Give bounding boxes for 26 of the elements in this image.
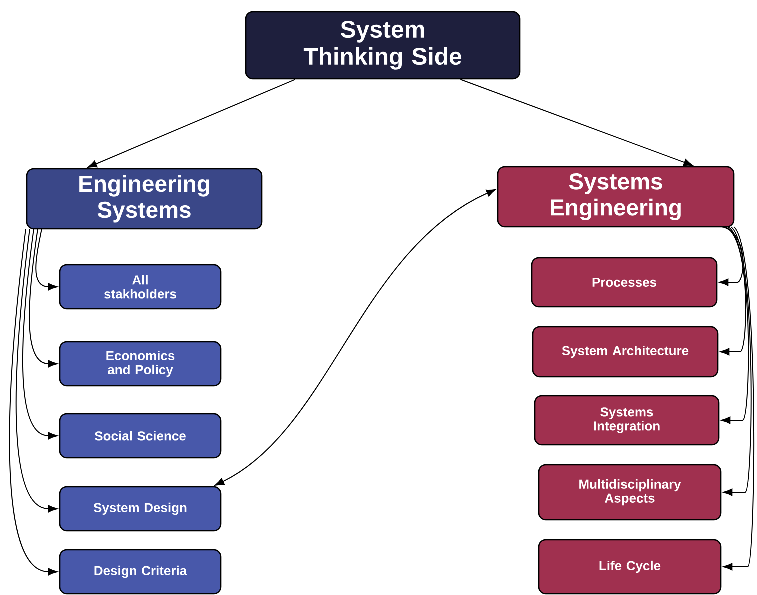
arrow [460,79,694,166]
category-box: Systems Engineering [497,166,735,228]
category-box: Engineering Systems [26,168,263,230]
arrow [723,226,755,571]
arrow [16,228,58,513]
arrow [29,228,58,368]
topic-box: Multidisciplinary Aspects [538,464,722,521]
topic-box: Design Criteria [59,549,222,595]
topic-box: Life Cycle [538,539,722,595]
arrow [720,226,746,356]
arrow [721,226,750,424]
arrow [22,228,58,440]
root-box: System Thinking Side [245,11,521,80]
topic-box: System Design [59,486,222,532]
arrow [88,79,296,168]
topic-box: All stakholders [59,264,222,310]
topic-box: Economics and Policy [59,341,222,387]
arrow [215,189,496,486]
topic-box: Systems Integration [534,395,720,446]
topic-box: Social Science [59,413,222,459]
arrow [723,226,752,496]
arrow [719,226,744,286]
arrow [36,228,58,291]
arrow [9,228,58,576]
topic-box: Processes [531,257,718,308]
topic-box: System Architecture [532,326,719,378]
